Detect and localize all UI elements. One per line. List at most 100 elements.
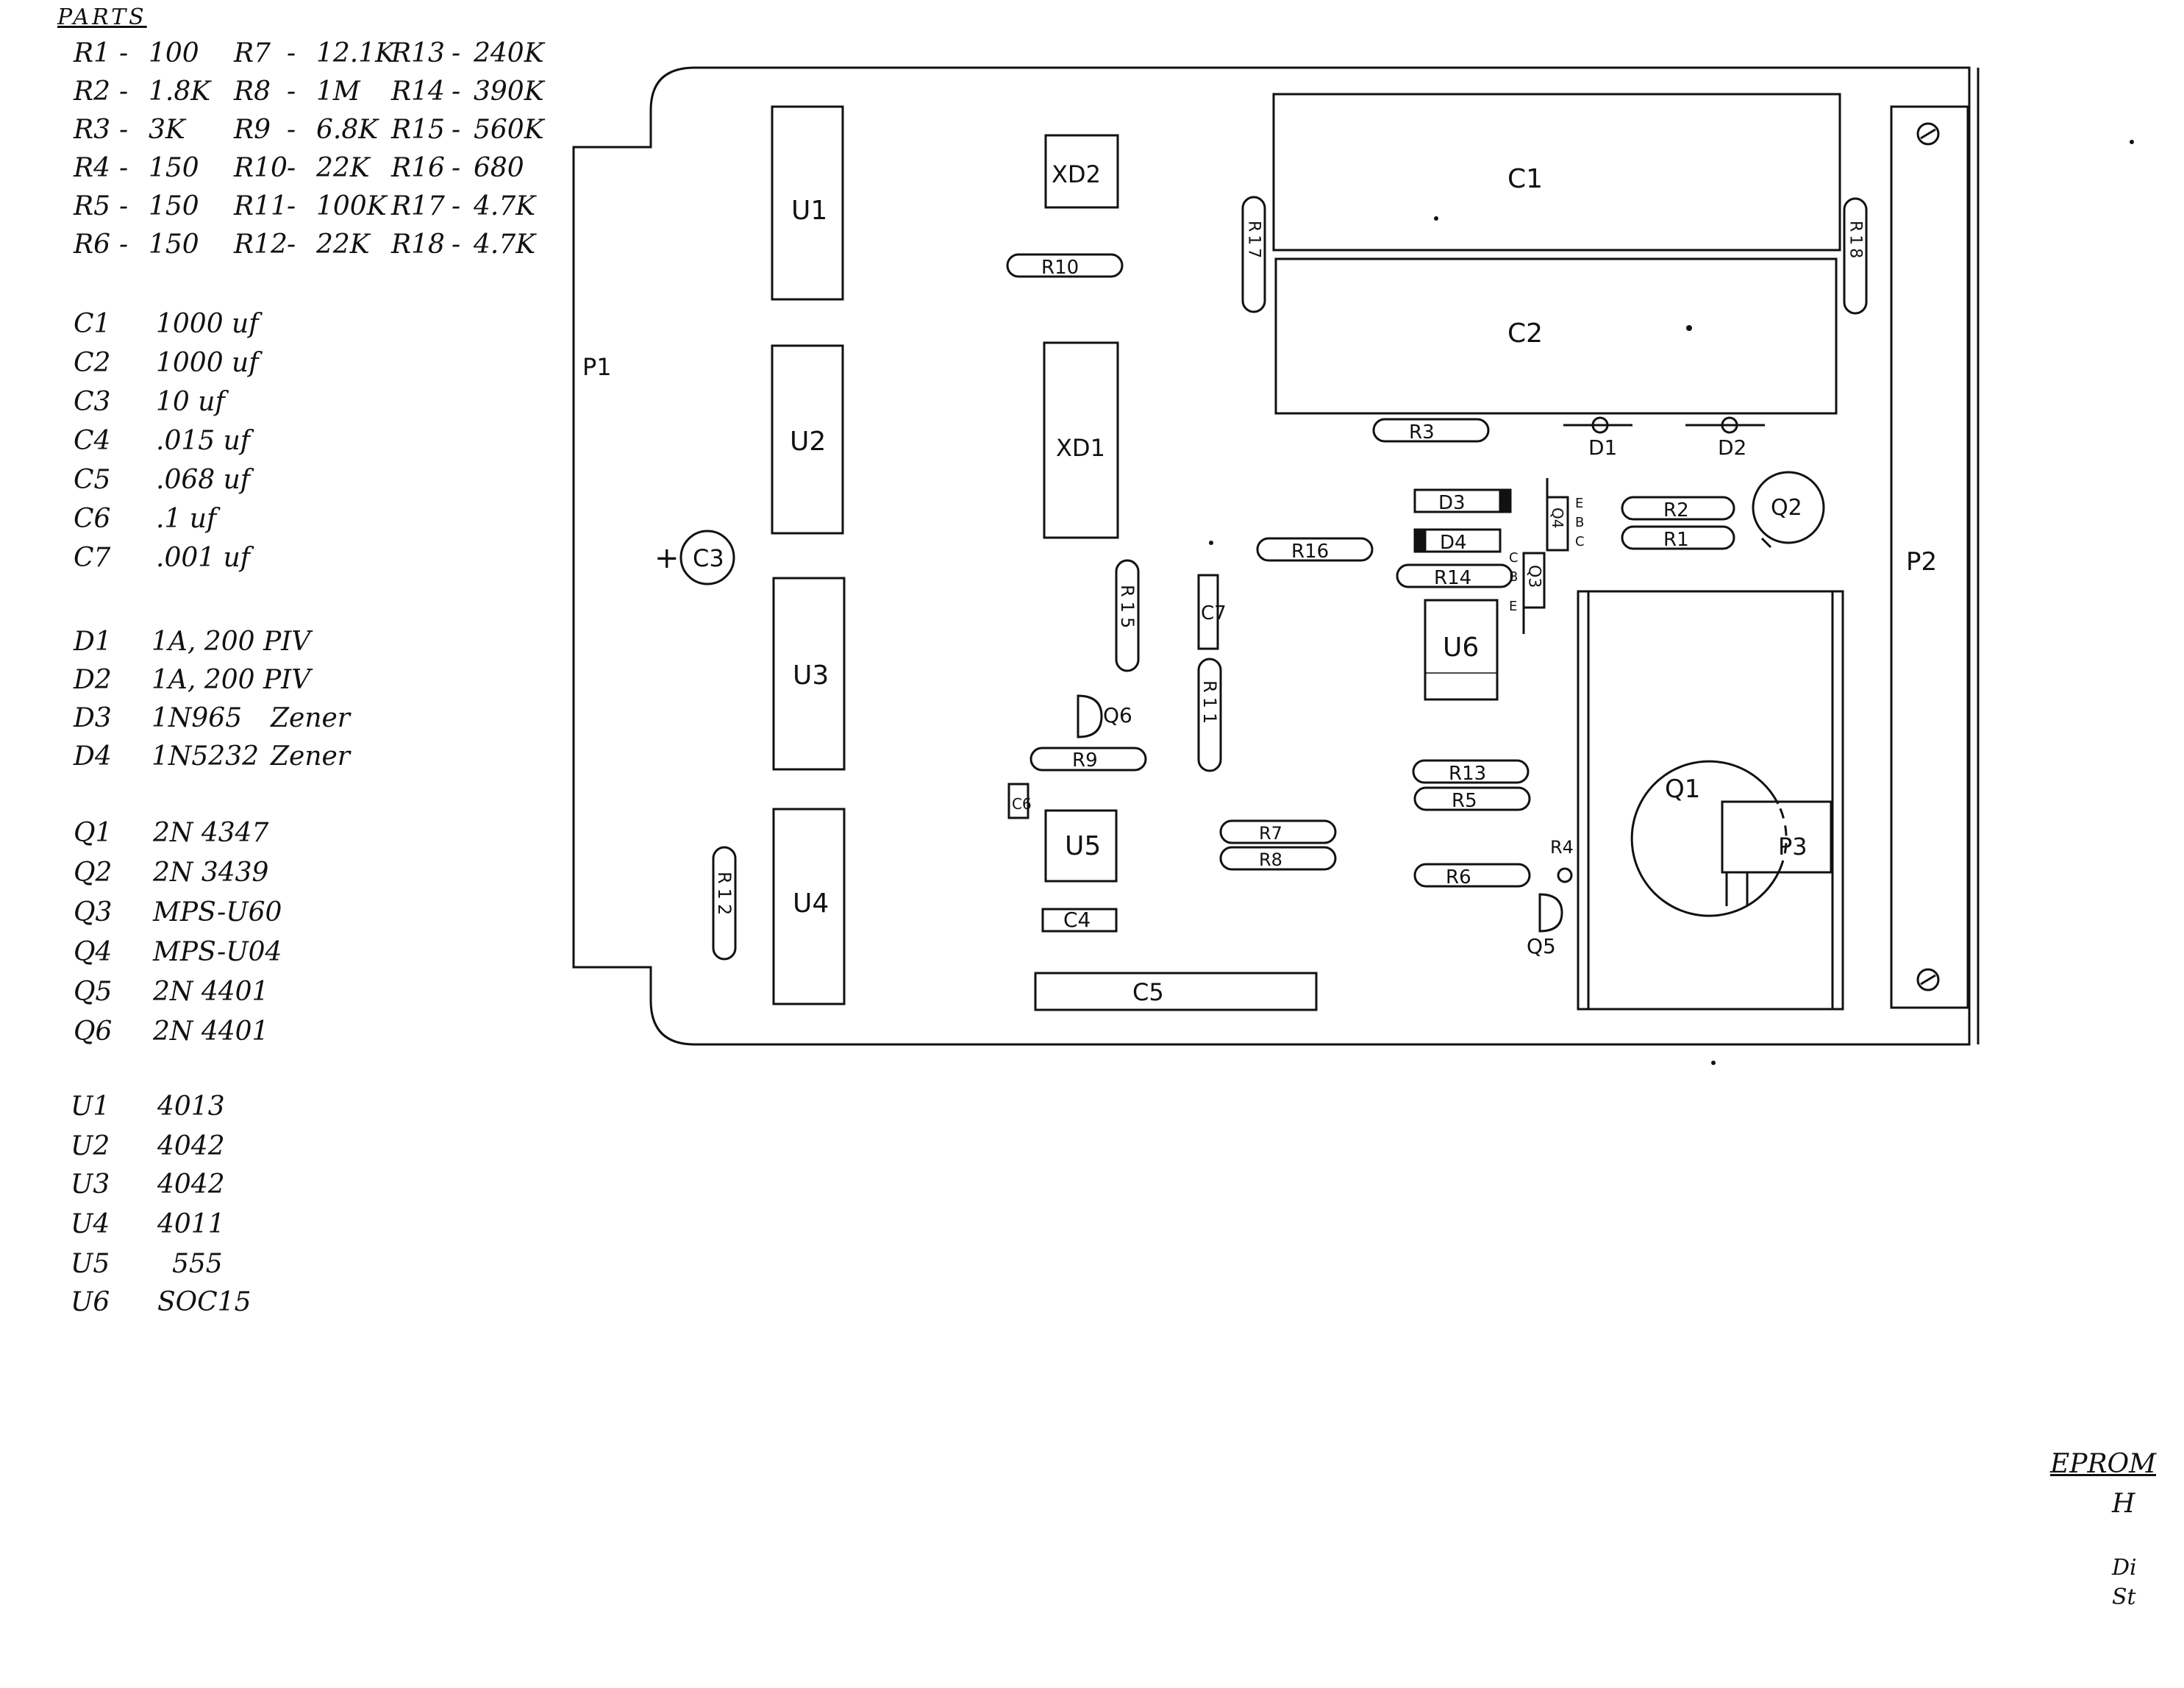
diode-d3-label: D3 xyxy=(1438,492,1466,514)
transistor-q4 xyxy=(1546,496,1569,552)
transistor-q4-label: Q4 xyxy=(1549,508,1566,528)
resistor-ref: R4 xyxy=(74,153,111,183)
ic-u5-label: U5 xyxy=(1065,831,1101,861)
diode-d2-label: D2 xyxy=(1718,435,1746,460)
resistor-r11-label: R11 xyxy=(1199,680,1220,728)
resistor-r6-label: R6 xyxy=(1446,866,1471,888)
capacitor-c7 xyxy=(1197,574,1219,650)
ic-value: 555 xyxy=(172,1249,223,1279)
capacitor-ref: C6 xyxy=(74,504,111,534)
transistor-q3-pin: E xyxy=(1509,599,1517,614)
resistor-ref: R9 xyxy=(234,115,271,145)
resistor-ref: R12 xyxy=(234,229,288,260)
capacitor-ref: C4 xyxy=(74,426,111,456)
ic-value: 4042 xyxy=(157,1169,225,1200)
diode-ref: D4 xyxy=(74,741,112,772)
capacitor-value: .001 uf xyxy=(156,543,251,573)
capacitor-c4 xyxy=(1041,908,1118,933)
resistor-value: 1M xyxy=(316,76,360,107)
transistor-value: 2N 4401 xyxy=(153,1016,269,1047)
resistor-value: 100K xyxy=(316,191,387,221)
capacitor-c3-label: C3 xyxy=(693,544,724,572)
connector-p3 xyxy=(1721,800,1833,874)
resistor-r14-label: R14 xyxy=(1434,567,1471,589)
capacitor-ref: C2 xyxy=(74,348,111,378)
resistor-value: 390K xyxy=(474,76,544,107)
connector-p3-label: P3 xyxy=(1778,833,1807,861)
transistor-q1 xyxy=(1630,760,1781,917)
resistor-r6 xyxy=(1413,863,1531,888)
ic-u5 xyxy=(1044,809,1118,883)
transistor-ref: Q6 xyxy=(74,1016,113,1047)
socket-xd2 xyxy=(1044,134,1119,209)
ic-ref: U6 xyxy=(71,1287,110,1317)
resistor-r5 xyxy=(1413,786,1531,811)
resistor-ref: R13 xyxy=(391,38,445,68)
capacitor-c3-polarity: + xyxy=(654,541,679,575)
resistor-r1 xyxy=(1621,525,1735,550)
resistor-value: 240K xyxy=(474,38,544,68)
resistor-r13-label: R13 xyxy=(1449,763,1486,785)
ic-u2 xyxy=(771,344,844,535)
capacitor-ref: C1 xyxy=(74,309,111,339)
ic-ref: U5 xyxy=(71,1249,110,1279)
socket-xd1 xyxy=(1043,341,1119,539)
transistor-ref: Q4 xyxy=(74,937,113,967)
mounting-hole xyxy=(1916,122,1940,146)
resistor-r18 xyxy=(1843,197,1868,315)
parts-list-title: PARTS xyxy=(57,4,147,30)
transistor-q3-pin: B xyxy=(1509,569,1518,585)
resistor-ref: R10 xyxy=(234,153,288,183)
resistor-value: 4.7K xyxy=(474,191,536,221)
transistor-q3-label: Q3 xyxy=(1525,565,1544,588)
resistor-r9-label: R9 xyxy=(1072,749,1098,772)
corner-note-line: H xyxy=(2112,1489,2135,1519)
capacitor-value: .1 uf xyxy=(156,504,217,534)
capacitor-c4-label: C4 xyxy=(1063,908,1091,932)
resistor-r16 xyxy=(1256,537,1374,562)
capacitor-c1-label: C1 xyxy=(1507,164,1543,194)
resistor-ref: R3 xyxy=(74,115,111,145)
ic-u3 xyxy=(772,577,846,771)
resistor-r14 xyxy=(1396,563,1513,588)
socket-xd1-label: XD1 xyxy=(1056,434,1105,462)
resistor-r2 xyxy=(1621,496,1735,521)
diode-d4-label: D4 xyxy=(1440,532,1467,554)
ic-value: SOC15 xyxy=(157,1287,251,1317)
transistor-q5-label: Q5 xyxy=(1527,934,1556,958)
capacitor-c1 xyxy=(1272,93,1841,252)
resistor-r8-label: R8 xyxy=(1259,850,1282,870)
corner-note-title: EPROM xyxy=(2050,1449,2156,1479)
diode-value: 1N965 xyxy=(151,703,243,733)
transistor-q6-label: Q6 xyxy=(1103,703,1132,727)
capacitor-ref: C7 xyxy=(74,543,111,573)
ic-u2-label: U2 xyxy=(790,427,826,457)
ic-value: 4013 xyxy=(157,1091,225,1122)
resistor-r15 xyxy=(1115,559,1140,672)
resistor-value: 150 xyxy=(149,153,199,183)
transistor-q4-pin: E xyxy=(1575,496,1583,511)
diode-ref: D1 xyxy=(74,627,112,657)
resistor-value: 22K xyxy=(316,229,370,260)
diode-d1-label: D1 xyxy=(1588,435,1617,460)
heatsink xyxy=(1577,590,1844,1011)
resistor-r17-label: R17 xyxy=(1245,221,1263,261)
capacitor-c2-label: C2 xyxy=(1507,318,1543,349)
resistor-r18-label: R18 xyxy=(1846,221,1865,261)
resistor-value: 22K xyxy=(316,153,370,183)
transistor-q1-label: Q1 xyxy=(1665,774,1700,804)
resistor-value: 560K xyxy=(474,115,544,145)
resistor-r17 xyxy=(1241,196,1266,313)
capacitor-value: 1000 uf xyxy=(156,309,259,339)
ic-ref: U3 xyxy=(71,1169,110,1200)
capacitor-c7-label: C7 xyxy=(1201,602,1227,624)
connector-p2-label: P2 xyxy=(1906,547,1937,577)
transistor-ref: Q3 xyxy=(74,897,113,927)
resistor-ref: R1 xyxy=(74,38,111,68)
resistor-ref: R16 xyxy=(391,153,445,183)
resistor-value: 12.1K xyxy=(316,38,396,68)
resistor-r2-label: R2 xyxy=(1663,499,1689,521)
resistor-value: 3K xyxy=(149,115,185,145)
